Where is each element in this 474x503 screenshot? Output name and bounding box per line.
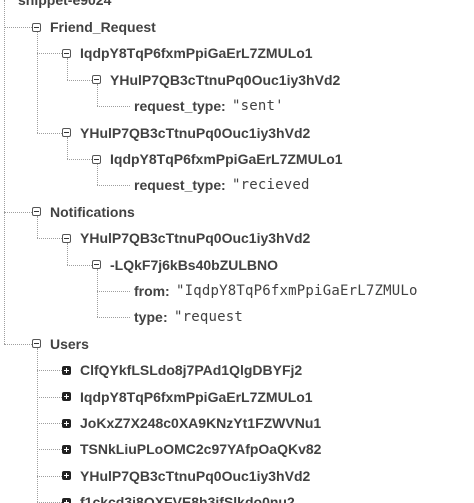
tree-connector	[36, 449, 62, 451]
node-key[interactable]: Users	[50, 335, 89, 352]
tree-connector	[96, 291, 130, 292]
collapse-node-icon[interactable]	[62, 233, 71, 243]
node-key[interactable]: TSNkLiuPLoOMC2c97YAfpOaQKv82	[80, 441, 322, 458]
expand-node-icon[interactable]	[62, 365, 71, 375]
tree-connector	[4, 211, 32, 213]
collapse-node-icon[interactable]	[92, 260, 101, 270]
tree-node-row[interactable]: IqdpY8TqP6fxmPpiGaErL7ZMULo1	[0, 40, 474, 66]
tree-connector	[4, 343, 32, 345]
tree-node-row[interactable]: IqdpY8TqP6fxmPpiGaErL7ZMULo1	[0, 146, 474, 172]
tree-node-row[interactable]: YHulP7QB3cTtnuPq0Ouc1iy3hVd2	[0, 463, 474, 489]
node-key[interactable]: request_type	[134, 98, 222, 115]
tree-node-row[interactable]: YHulP7QB3cTtnuPq0Ouc1iy3hVd2	[0, 67, 474, 93]
node-key[interactable]: IqdpY8TqP6fxmPpiGaErL7ZMULo1	[80, 388, 313, 405]
collapse-node-icon[interactable]	[62, 128, 71, 138]
tree-guide-line	[36, 31, 38, 133]
tree-node-row[interactable]: f1ckcd3i8QXFVE8h3ifSlkdo0nu2	[0, 489, 474, 503]
tree-connector	[36, 396, 62, 398]
expand-node-icon[interactable]	[62, 392, 71, 402]
node-key[interactable]: IqdpY8TqP6fxmPpiGaErL7ZMULo1	[80, 45, 313, 62]
tree-guide-line	[96, 163, 98, 186]
tree-guide-line	[66, 137, 68, 159]
tree-leaf-row[interactable]: from: "IqdpY8TqP6fxmPpiGaErL7ZMULo	[0, 278, 474, 304]
node-key[interactable]: YHulP7QB3cTtnuPq0Ouc1iy3hVd2	[110, 71, 341, 88]
expand-node-icon[interactable]	[62, 418, 71, 428]
tree-connector	[96, 185, 130, 187]
tree-connector	[36, 132, 62, 134]
node-key[interactable]: YHulP7QB3cTtnuPq0Ouc1iy3hVd2	[80, 230, 311, 247]
collapse-node-icon[interactable]	[32, 339, 41, 349]
node-value[interactable]: "recieved	[232, 177, 310, 194]
tree-connector	[36, 475, 62, 477]
node-key[interactable]: type	[134, 309, 163, 326]
tree-connector	[66, 264, 92, 266]
collapse-node-icon[interactable]	[32, 22, 41, 32]
collapse-node-icon[interactable]	[92, 75, 101, 85]
tree-node-row[interactable]: IqdpY8TqP6fxmPpiGaErL7ZMULo1	[0, 384, 474, 410]
node-value[interactable]: "sent'	[232, 98, 284, 115]
tree-guide-line	[4, 0, 5, 344]
collapse-node-icon[interactable]	[92, 154, 101, 164]
node-key[interactable]: JoKxZ7X248c0XA9KNzYt1FZWVNu1	[80, 415, 322, 431]
key-value-separator: :	[165, 283, 170, 299]
node-key[interactable]: request_type	[134, 177, 222, 194]
tree-node-row[interactable]: JoKxZ7X248c0XA9KNzYt1FZWVNu1	[0, 410, 474, 436]
tree-connector	[66, 79, 92, 81]
node-key[interactable]: IqdpY8TqP6fxmPpiGaErL7ZMULo1	[110, 151, 343, 167]
node-key[interactable]: Notifications	[50, 203, 135, 220]
key-value-separator: :	[163, 309, 168, 326]
database-name: snippet-e9024	[18, 0, 112, 8]
tree-node-row[interactable]: YHulP7QB3cTtnuPq0Ouc1iy3hVd2	[0, 225, 474, 251]
tree-connector	[96, 317, 130, 319]
tree-connector	[4, 27, 32, 28]
node-value[interactable]: "request	[174, 309, 244, 326]
node-value[interactable]: "IqdpY8TqP6fxmPpiGaErL7ZMULo	[176, 283, 418, 299]
node-key[interactable]: ClfQYkfLSLdo8j7PAd1QlgDBYFj2	[80, 362, 303, 379]
tree-node-row[interactable]: YHulP7QB3cTtnuPq0Ouc1iy3hVd2	[0, 120, 474, 146]
tree-guide-line	[66, 242, 68, 265]
expand-node-icon[interactable]	[62, 471, 71, 481]
tree-node-row[interactable]: Users	[0, 331, 474, 357]
tree-connector	[66, 159, 92, 160]
tree-node-row[interactable]: ClfQYkfLSLdo8j7PAd1QlgDBYFj2	[0, 357, 474, 383]
collapse-node-icon[interactable]	[62, 48, 71, 58]
tree-leaf-row[interactable]: request_type: "recieved	[0, 172, 474, 198]
tree-connector	[36, 238, 62, 240]
tree-connector	[36, 423, 62, 424]
tree-node-row[interactable]: TSNkLiuPLoOMC2c97YAfpOaQKv82	[0, 436, 474, 462]
tree-guide-line	[36, 216, 38, 239]
tree-connector	[36, 370, 62, 372]
tree-connector	[36, 53, 62, 55]
collapse-node-icon[interactable]	[32, 207, 41, 217]
tree-guide-line	[36, 348, 38, 503]
tree-node-row[interactable]: Notifications	[0, 199, 474, 225]
tree-leaf-row[interactable]: request_type: "sent'	[0, 93, 474, 119]
tree-guide-line	[96, 269, 98, 318]
node-key[interactable]: YHulP7QB3cTtnuPq0Ouc1iy3hVd2	[80, 124, 311, 141]
tree-guide-line	[96, 84, 98, 107]
tree-leaf-row[interactable]: type: "request	[0, 304, 474, 330]
expand-node-icon[interactable]	[62, 444, 71, 454]
tree-node-row[interactable]: Friend_Request	[0, 14, 474, 40]
tree-guide-line	[66, 57, 68, 80]
node-key[interactable]: -LQkF7j6kBs40bZULBNO	[110, 256, 279, 273]
key-value-separator: :	[221, 98, 226, 115]
node-key[interactable]: f1ckcd3i8QXFVE8h3ifSlkdo0nu2	[80, 494, 295, 503]
node-key[interactable]: YHulP7QB3cTtnuPq0Ouc1iy3hVd2	[80, 467, 311, 484]
node-key[interactable]: from	[134, 283, 166, 299]
tree-connector	[96, 106, 130, 108]
node-key[interactable]: Friend_Request	[50, 19, 156, 35]
tree-node-row[interactable]: -LQkF7j6kBs40bZULBNO	[0, 252, 474, 278]
key-value-separator: :	[221, 177, 226, 194]
expand-node-icon[interactable]	[62, 497, 71, 503]
